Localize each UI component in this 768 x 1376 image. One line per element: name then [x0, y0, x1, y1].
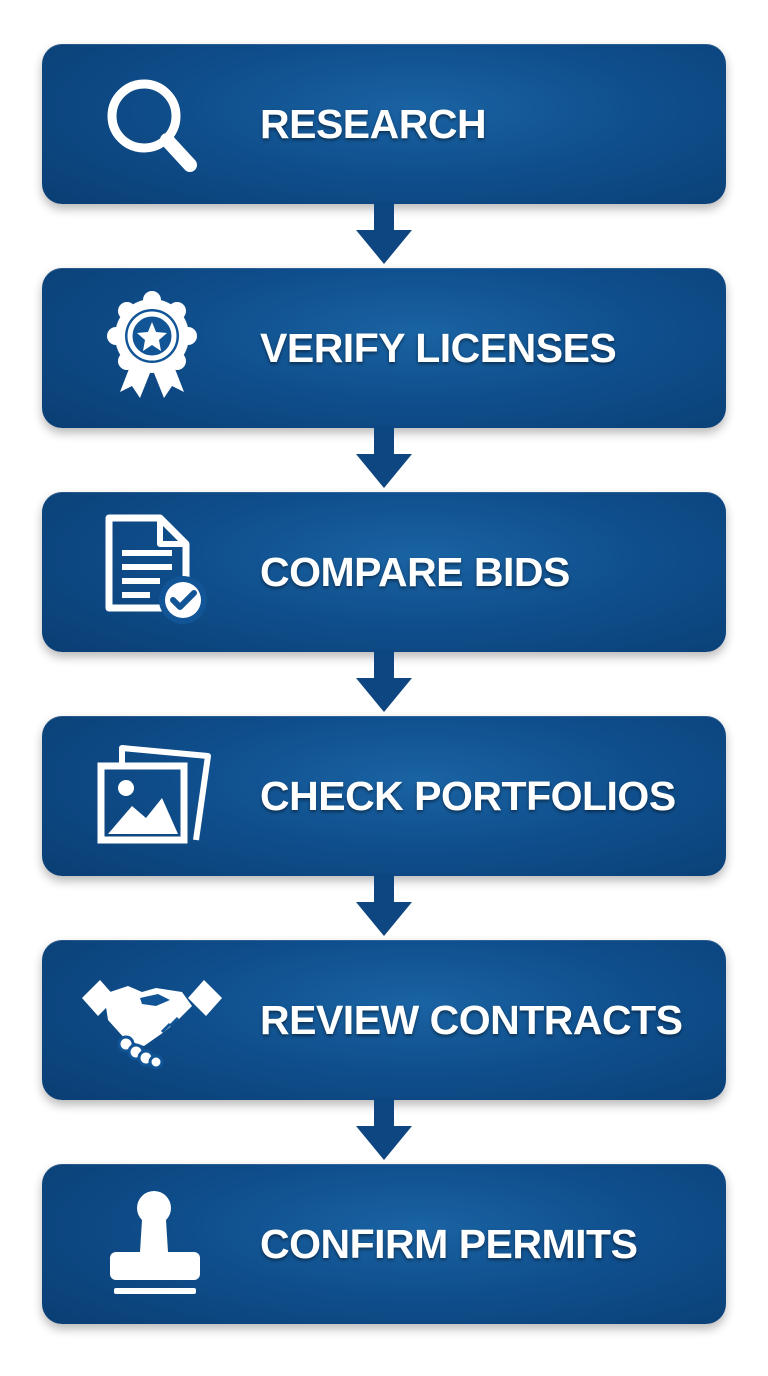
stamp-icon [82, 1184, 222, 1304]
handshake-icon [82, 960, 222, 1080]
down-arrow [352, 874, 416, 938]
step-research: RESEARCH [42, 44, 726, 204]
award-ribbon-icon [82, 288, 222, 408]
step-label: REVIEW CONTRACTS [260, 997, 683, 1043]
step-label: CONFIRM PERMITS [260, 1221, 638, 1267]
step-confirm-permits: CONFIRM PERMITS [42, 1164, 726, 1324]
step-verify-licenses: VERIFY LICENSES [42, 268, 726, 428]
step-label: COMPARE BIDS [260, 549, 570, 595]
down-arrow [352, 426, 416, 490]
step-label: VERIFY LICENSES [260, 325, 617, 371]
step-review-contracts: REVIEW CONTRACTS [42, 940, 726, 1100]
step-check-portfolios: CHECK PORTFOLIOS [42, 716, 726, 876]
photo-gallery-icon [82, 736, 222, 856]
step-label: CHECK PORTFOLIOS [260, 773, 676, 819]
down-arrow [352, 202, 416, 266]
document-check-icon [82, 512, 222, 632]
magnifying-glass-icon [82, 64, 222, 184]
step-compare-bids: COMPARE BIDS [42, 492, 726, 652]
step-label: RESEARCH [260, 101, 487, 147]
down-arrow [352, 650, 416, 714]
down-arrow [352, 1098, 416, 1162]
